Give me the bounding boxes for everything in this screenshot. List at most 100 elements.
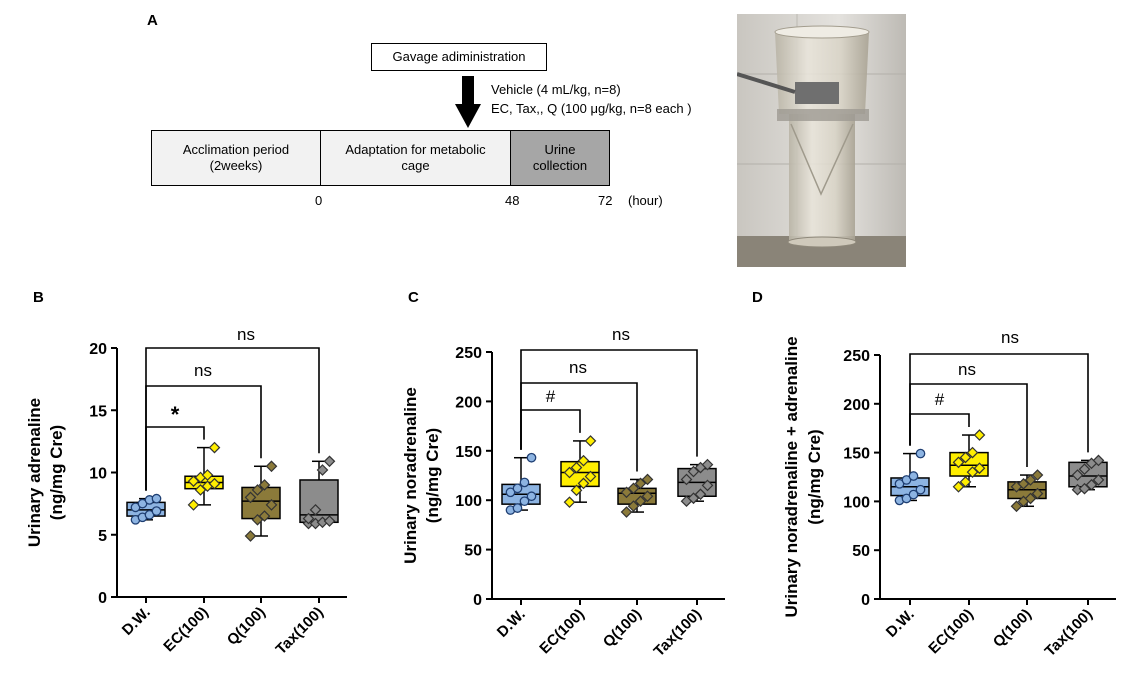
y-tick-label: 200 — [455, 394, 482, 411]
timeline-segment-urine: Urine collection — [511, 131, 609, 185]
data-point — [687, 465, 700, 478]
bracket-label: ns — [569, 358, 587, 377]
box-EC(100) — [560, 435, 600, 509]
segment-label-adaptation: Adaptation for metabolic cage — [345, 142, 486, 173]
gavage-arrow — [455, 76, 481, 128]
x-tick-label: Tax(100) — [1042, 606, 1096, 660]
x-tick-label: EC(100) — [160, 604, 212, 656]
y-tick-label: 0 — [98, 590, 107, 607]
data-point — [1078, 482, 1091, 495]
data-point — [973, 429, 986, 441]
y-axis-label: Urinary noradrenaline + adrenaline(ng/mg… — [782, 336, 824, 617]
data-point — [302, 512, 315, 525]
data-point — [687, 492, 700, 505]
data-point — [258, 479, 271, 491]
significance-bracket: ns — [520, 325, 698, 457]
bracket-line — [909, 413, 970, 446]
data-point — [563, 496, 576, 509]
data-point — [584, 435, 597, 447]
y-tick-label: 50 — [464, 543, 482, 560]
data-point — [1031, 469, 1044, 481]
data-point — [959, 476, 972, 488]
x-tick-label: Q(100) — [990, 606, 1035, 651]
data-point — [641, 473, 654, 486]
y-tick-label: 150 — [455, 444, 482, 461]
data-point — [570, 484, 583, 497]
y-tick-label: 5 — [98, 528, 107, 545]
data-point — [915, 484, 926, 495]
data-point — [915, 448, 926, 459]
x-tick-label: D.W. — [119, 604, 154, 639]
dose-lines: Vehicle (4 mL/kg, n=8) EC, Tax,, Q (100 … — [491, 80, 692, 118]
y-axis-label: Urinary adrenaline(ng/mg Cre) — [25, 398, 66, 547]
timeline-segment-adaptation: Adaptation for metabolic cage — [321, 131, 511, 185]
data-point — [701, 479, 714, 492]
y-tick-label: 10 — [89, 466, 107, 483]
y-axis-label-line: (ng/mg Cre) — [423, 428, 442, 523]
box-D.W. — [126, 493, 166, 525]
data-point — [634, 495, 647, 508]
box-Tax(100) — [677, 458, 717, 508]
panel-letter-c: C — [408, 289, 419, 306]
significance-bracket: ns — [909, 328, 1089, 453]
y-tick-label: 0 — [473, 592, 482, 609]
y-tick-label: 250 — [843, 348, 870, 365]
bracket-line — [520, 409, 581, 450]
x-tick-label: D.W. — [494, 606, 529, 641]
data-point — [201, 469, 214, 481]
y-axis-label-line: Urinary noradrenaline — [401, 387, 420, 564]
bracket-label: ns — [612, 325, 630, 344]
data-point — [959, 451, 972, 464]
box-Tax(100) — [1068, 454, 1108, 496]
data-point — [512, 503, 523, 513]
data-point — [316, 464, 329, 476]
data-point — [1092, 474, 1105, 486]
data-point — [701, 458, 714, 471]
data-point — [966, 466, 979, 478]
segment-label-acclimation: Acclimation period (2weeks) — [182, 142, 290, 173]
data-point — [1078, 463, 1091, 476]
data-point — [519, 496, 530, 507]
bracket-label: ns — [194, 361, 212, 380]
y-tick-label: 150 — [843, 446, 870, 463]
y-tick-label: 250 — [455, 345, 482, 362]
data-point — [620, 506, 633, 518]
bracket-label: ns — [958, 360, 976, 379]
significance-bracket: # — [520, 387, 581, 450]
data-point — [151, 506, 162, 516]
data-point — [265, 499, 278, 511]
timeline-bar: Acclimation period (2weeks) Adaptation f… — [151, 130, 610, 186]
data-point — [1031, 487, 1044, 500]
y-tick-label: 100 — [843, 494, 870, 511]
data-point — [627, 500, 640, 512]
data-point — [634, 477, 647, 490]
data-point — [1010, 500, 1023, 513]
y-tick-label: 100 — [455, 493, 482, 510]
bracket-line — [909, 353, 1089, 453]
significance-bracket: ns — [520, 358, 638, 472]
y-axis-label-line: Urinary noradrenaline + adrenaline — [782, 336, 801, 617]
box-Q(100) — [241, 460, 281, 542]
data-point — [323, 455, 336, 468]
data-point — [244, 491, 257, 504]
chart-panel-c: C Urinary noradrenaline(ng/mg Cre) 0 50 100 1… — [401, 289, 725, 660]
data-point — [1024, 474, 1037, 486]
y-tick-label: 0 — [861, 592, 870, 609]
data-point — [641, 490, 654, 503]
significance-bracket: # — [909, 390, 970, 446]
data-point — [1085, 478, 1098, 491]
dose-line-vehicle: Vehicle (4 mL/kg, n=8) — [491, 82, 621, 97]
data-point — [151, 493, 162, 504]
data-point — [627, 482, 640, 495]
timeline-tick-0: 0 — [315, 193, 323, 208]
bracket-label: ns — [1001, 328, 1019, 347]
y-axis-label-line: Urinary adrenaline — [25, 398, 44, 547]
timeline-tick-48: 48 — [505, 193, 520, 208]
data-point — [309, 504, 322, 516]
x-tick-label: EC(100) — [536, 606, 588, 658]
y-tick-label: 20 — [89, 341, 107, 358]
timeline-tick-72: 72 — [598, 193, 613, 208]
